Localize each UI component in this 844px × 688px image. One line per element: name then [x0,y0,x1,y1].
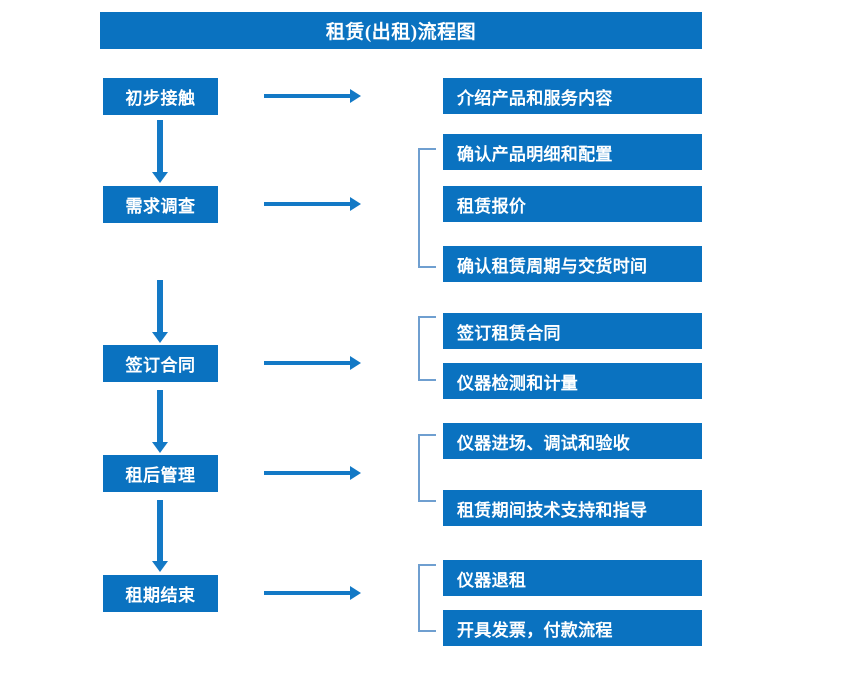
detail-box-yiqi-tuizu[interactable]: 仪器退租 [443,560,702,596]
detail-box-queren-chanpin-mingxi[interactable]: 确认产品明细和配置 [443,134,702,170]
detail-box-zulin-qijian-jishu-zhichi[interactable]: 租赁期间技术支持和指导 [443,490,702,526]
stage-box-qianding-hetong[interactable]: 签订合同 [103,345,218,382]
link-arrow-right-3 [264,356,361,370]
link-arrow-right-1 [264,89,361,103]
diagram-title: 租赁(出租)流程图 [100,12,702,49]
group-bracket-qianding-hetong [418,316,436,381]
stage-box-chubu-jiechu[interactable]: 初步接触 [103,78,218,115]
flow-arrow-down-2 [152,280,168,343]
detail-box-yiqi-jinchang-tiaoshi[interactable]: 仪器进场、调试和验收 [443,423,702,459]
group-bracket-zuqi-jieshu [418,564,436,632]
link-arrow-right-2 [264,197,361,211]
stage-box-zuhou-guanli[interactable]: 租后管理 [103,455,218,492]
detail-box-queren-zulin-zhouqi[interactable]: 确认租赁周期与交货时间 [443,246,702,282]
group-bracket-xuqiu-diaocha [418,148,436,268]
link-arrow-right-4 [264,466,361,480]
link-arrow-right-5 [264,586,361,600]
group-bracket-zuhou-guanli [418,434,436,502]
detail-box-kaiju-fapiao[interactable]: 开具发票，付款流程 [443,610,702,646]
detail-box-qianding-zulin-hetong[interactable]: 签订租赁合同 [443,313,702,349]
flow-arrow-down-3 [152,390,168,453]
flow-arrow-down-4 [152,500,168,572]
detail-box-yiqi-jiance-jiliang[interactable]: 仪器检测和计量 [443,363,702,399]
detail-box-jieshao-chanpin[interactable]: 介绍产品和服务内容 [443,78,702,114]
stage-box-xuqiu-diaocha[interactable]: 需求调查 [103,186,218,223]
detail-box-zulin-baojia[interactable]: 租赁报价 [443,186,702,222]
flow-arrow-down-1 [152,120,168,183]
stage-box-zuqi-jieshu[interactable]: 租期结束 [103,575,218,612]
